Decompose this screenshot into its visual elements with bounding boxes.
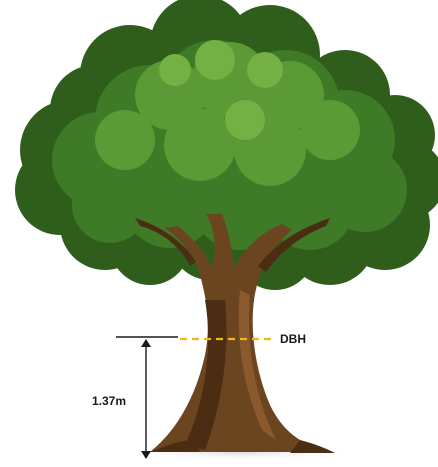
- height-label: 1.37m: [92, 394, 126, 408]
- tree-icon: [15, 0, 438, 453]
- dbh-label: DBH: [280, 332, 306, 346]
